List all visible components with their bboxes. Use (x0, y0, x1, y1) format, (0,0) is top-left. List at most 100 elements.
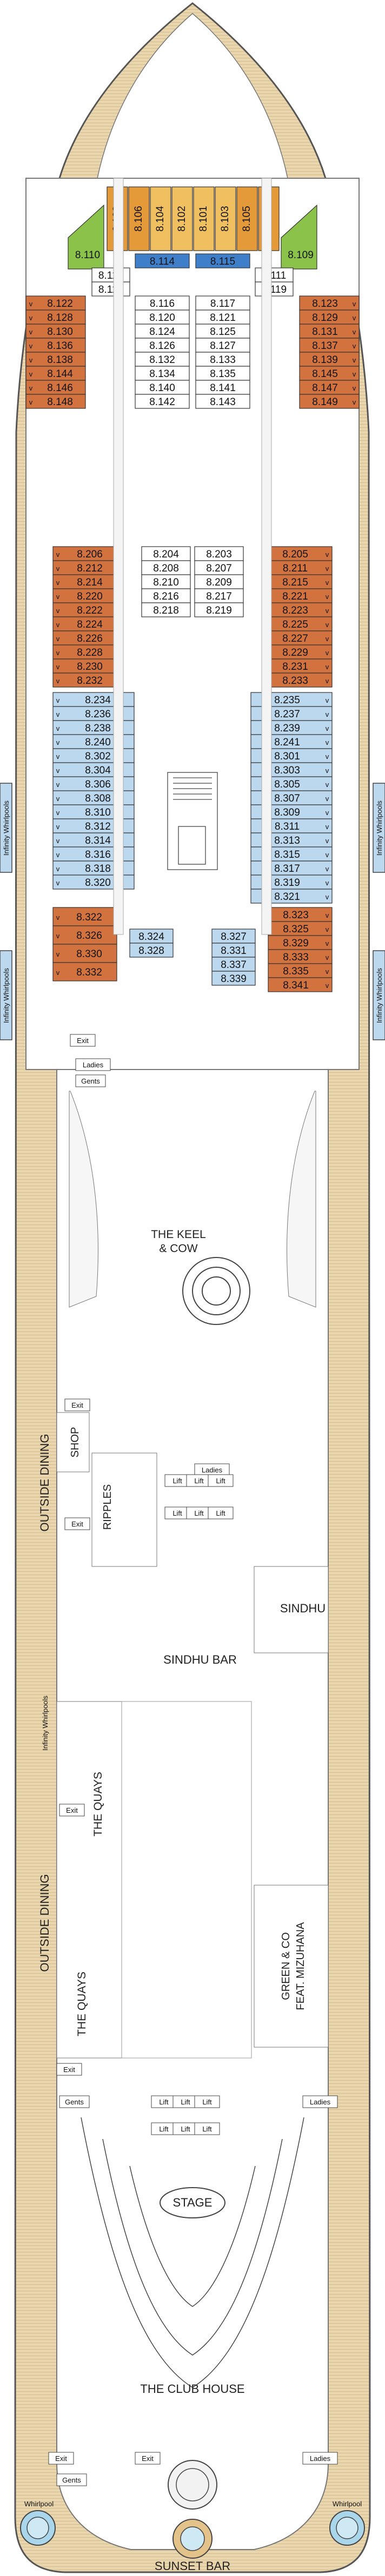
cabin-cell (195, 366, 250, 381)
cabin-number: 8.141 (210, 382, 236, 394)
lift-sign: Lift (186, 1506, 212, 1519)
lift-sign-label: Lift (194, 1477, 204, 1485)
cabin-cell (52, 672, 118, 688)
cabin-cell (52, 546, 118, 561)
cabin-number: 8.126 (149, 340, 175, 352)
infinity-whirlpools-port: Infinity Whirlpools Infinity Whirlpools (0, 783, 12, 1040)
cabin-number: 8.205 (282, 549, 308, 560)
cabin-cell (268, 921, 333, 936)
exit-sign: Exit (64, 1517, 90, 1530)
cabin-number: 8.123 (312, 298, 338, 310)
view-marker: v (326, 752, 329, 761)
cabin-number: 8.217 (206, 591, 232, 602)
cabin-inside: 8.209 (194, 574, 244, 589)
cabin-cell (299, 310, 360, 325)
mid-stair-core (167, 772, 218, 870)
cabin-number: 8.211 (283, 563, 308, 574)
cabin-inside: 8.204 (141, 546, 191, 561)
restroom-sign: Ladies (302, 2095, 338, 2108)
lift-sign: Lift (151, 2095, 177, 2108)
cabin-number: 8.138 (47, 354, 73, 366)
cabin-number: 8.301 (274, 751, 300, 762)
exit-sign: Exit (70, 1034, 96, 1047)
cabin-number: 8.142 (149, 396, 175, 408)
cabin-cell (135, 366, 190, 381)
cabin-inside: 8.125 (195, 324, 250, 339)
cabin-cell (215, 186, 236, 251)
exit-sign-label: Exit (66, 1806, 78, 1814)
cabin-cell (25, 380, 86, 395)
cabin-number: 8.116 (150, 298, 175, 310)
view-marker: v (29, 328, 33, 336)
exit-sign: Exit (59, 1804, 85, 1817)
lift-sign-label: Lift (194, 1509, 204, 1517)
cabin-suite-forward: 8.104 (150, 186, 171, 251)
cabin-cell (25, 394, 86, 409)
cabin-number: 8.135 (210, 368, 236, 380)
cabin-inside: 8.208 (141, 560, 191, 575)
cabin-cell (25, 338, 86, 353)
view-marker: v (56, 809, 60, 817)
view-marker: v (56, 621, 60, 629)
cabin-oceanview: 8.324 (129, 929, 174, 944)
cabin-number: 8.231 (282, 661, 308, 672)
view-marker: v (353, 314, 356, 322)
cabin-cell (52, 602, 118, 617)
club-house-label: THE CLUB HOUSE (140, 2382, 244, 2396)
cabin-number: 8.222 (77, 605, 103, 616)
club-house: STAGE THE CLUB HOUSE (81, 2117, 304, 2510)
cabin-number: 8.146 (47, 382, 73, 394)
cabin-number: 8.241 (274, 737, 300, 748)
view-marker: v (56, 564, 60, 573)
cabin-number: 8.215 (282, 577, 308, 588)
view-marker: v (56, 649, 60, 657)
lift-sign: Lift (151, 2122, 177, 2135)
cabin-cell (194, 602, 244, 617)
cabin-number: 8.239 (274, 723, 300, 734)
cabin-number: 8.326 (76, 930, 102, 941)
cabin-cell (194, 560, 244, 575)
cabin-cell (25, 295, 86, 311)
sindhu-bar-label: SINDHU BAR (163, 1653, 237, 1666)
restroom-sign: Ladies (302, 2452, 338, 2465)
cabin-number: 8.218 (153, 605, 179, 616)
cabin-number: 8.319 (274, 877, 300, 889)
lift-sign-label: Lift (216, 1509, 225, 1517)
view-marker: v (326, 724, 329, 732)
view-marker: v (326, 738, 329, 746)
cabin-number: 8.224 (77, 619, 103, 630)
cabin-oceanview: 8.337 (211, 957, 256, 972)
cabin-inside: 8.118 (91, 281, 130, 297)
cabin-cell (299, 338, 360, 353)
cabin-inside: 8.203 (194, 546, 244, 561)
cabin-number: 8.216 (153, 591, 179, 602)
cabin-cell (195, 310, 250, 325)
cabin-cell (52, 658, 118, 674)
cabin-number: 8.131 (312, 326, 338, 338)
view-marker: v (56, 795, 60, 803)
cabin-number: 8.206 (77, 549, 103, 560)
cabin-number: 8.125 (210, 326, 236, 338)
cabin-number: 8.302 (85, 751, 111, 762)
whirlpool-label: Whirlpool (24, 2500, 54, 2508)
view-marker: v (56, 752, 60, 761)
cabin-cell (52, 616, 118, 631)
view-marker: v (29, 370, 33, 378)
view-marker: v (56, 851, 60, 859)
view-marker: v (353, 384, 356, 392)
view-marker: v (56, 781, 60, 789)
cabin-number: 8.328 (138, 945, 164, 957)
cabin-number: 8.233 (282, 675, 308, 687)
cabin-number: 8.240 (85, 737, 111, 748)
